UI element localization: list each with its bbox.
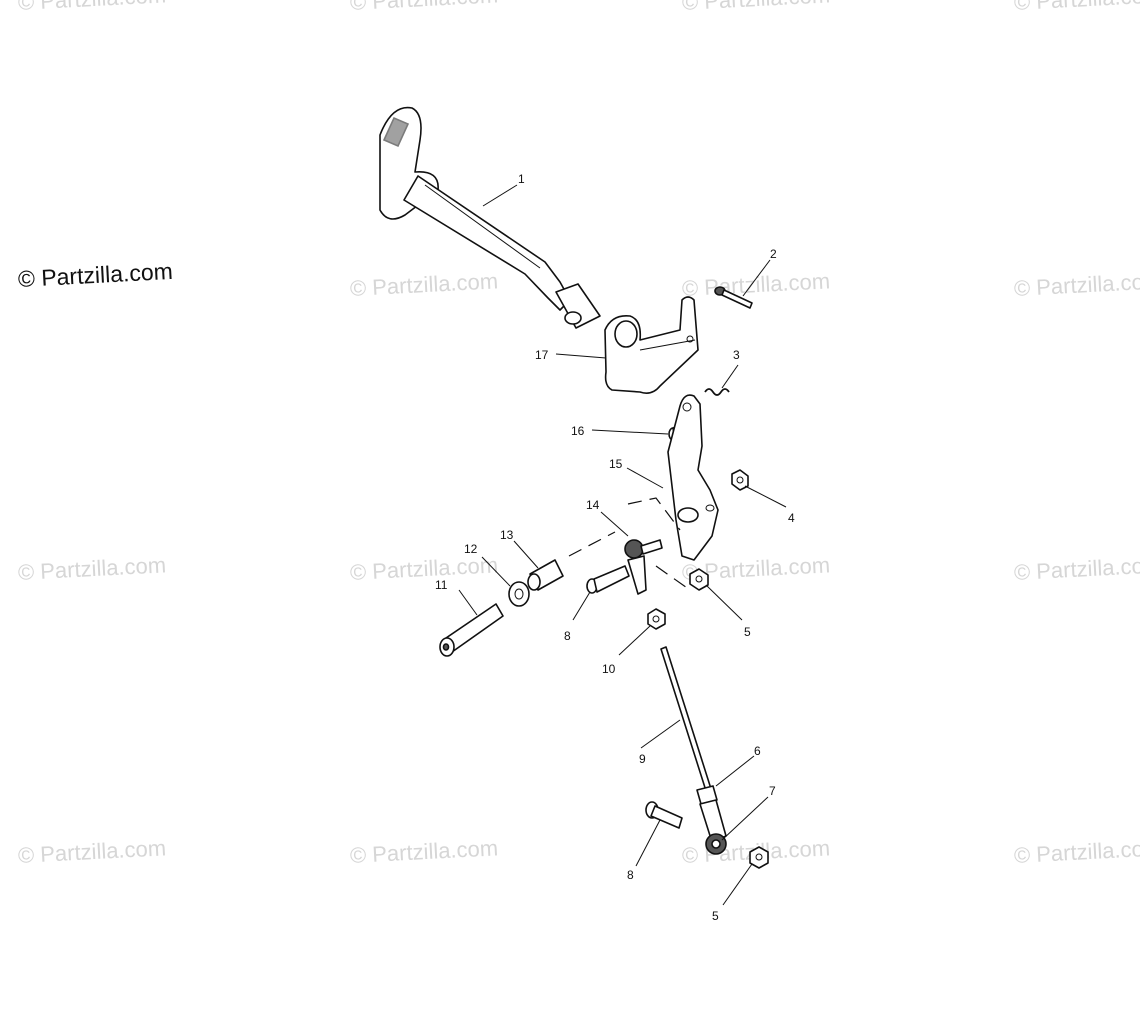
callout-labels: 1 2 3 4 5 5 6 7 8 8 9 10 11 12 13 14 15 … [435, 172, 795, 923]
nut-part-5-lower [749, 846, 769, 869]
bolt-part-8-lower [645, 801, 683, 829]
rod-part [660, 646, 713, 795]
callout-8-lower: 8 [627, 868, 634, 882]
callout-14: 14 [586, 498, 600, 512]
spring-clip-part [704, 388, 730, 396]
brake-pedal-part [379, 106, 601, 329]
callout-13: 13 [500, 528, 514, 542]
rod-end-arm-part [624, 539, 663, 595]
washer-part [508, 581, 530, 607]
callout-4: 4 [788, 511, 795, 525]
leader-lines [458, 184, 787, 906]
callout-10: 10 [602, 662, 616, 676]
callout-11: 11 [435, 578, 448, 592]
rod-end-part [699, 799, 727, 855]
callout-16: 16 [571, 424, 585, 438]
callout-8-upper: 8 [564, 629, 571, 643]
pivot-plate-part [667, 394, 719, 561]
callout-6: 6 [754, 744, 761, 758]
bushing-part [527, 559, 564, 591]
nut-part-5-upper [689, 568, 709, 591]
pivot-bolt-part [439, 603, 504, 657]
callout-17: 17 [535, 348, 549, 362]
callout-9: 9 [639, 752, 646, 766]
callout-7: 7 [769, 784, 776, 798]
callout-3: 3 [733, 348, 740, 362]
nut-part-10 [647, 608, 666, 630]
pin-part [714, 286, 753, 309]
callout-1: 1 [518, 172, 525, 186]
alignment-lines [568, 497, 691, 591]
jam-nut-part [696, 785, 718, 805]
callout-5-lower: 5 [712, 909, 719, 923]
callout-2: 2 [770, 247, 777, 261]
bolt-part-8-upper [586, 565, 630, 594]
callout-5-upper: 5 [744, 625, 751, 639]
callout-15: 15 [609, 457, 623, 471]
nut-part-4 [731, 469, 749, 491]
mounting-bracket-part [604, 296, 699, 394]
callout-12: 12 [464, 542, 478, 556]
